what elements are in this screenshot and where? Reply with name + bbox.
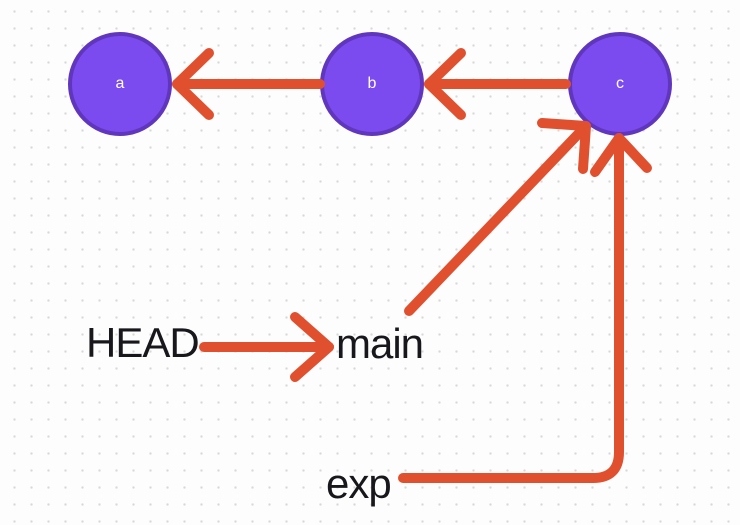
- commit-node-a-label: a: [115, 75, 125, 92]
- edge-exp-to-c-arrow[interactable]: [398, 133, 652, 483]
- edge-head-to-main-arrow[interactable]: [199, 312, 334, 382]
- edge-c-to-b-arrow[interactable]: [424, 48, 571, 120]
- commit-node-a[interactable]: a: [68, 32, 172, 136]
- commit-node-b[interactable]: b: [320, 32, 424, 136]
- commit-node-c-label: c: [616, 75, 624, 92]
- exp-branch-label[interactable]: exp: [326, 460, 392, 507]
- edge-b-to-a-arrow[interactable]: [172, 48, 325, 120]
- commit-node-c[interactable]: c: [568, 32, 672, 136]
- main-branch-label[interactable]: main: [336, 320, 424, 367]
- edge-main-to-c-arrow[interactable]: [404, 118, 591, 316]
- head-ref-label[interactable]: HEAD: [86, 319, 200, 366]
- commit-node-b-label: b: [367, 75, 377, 92]
